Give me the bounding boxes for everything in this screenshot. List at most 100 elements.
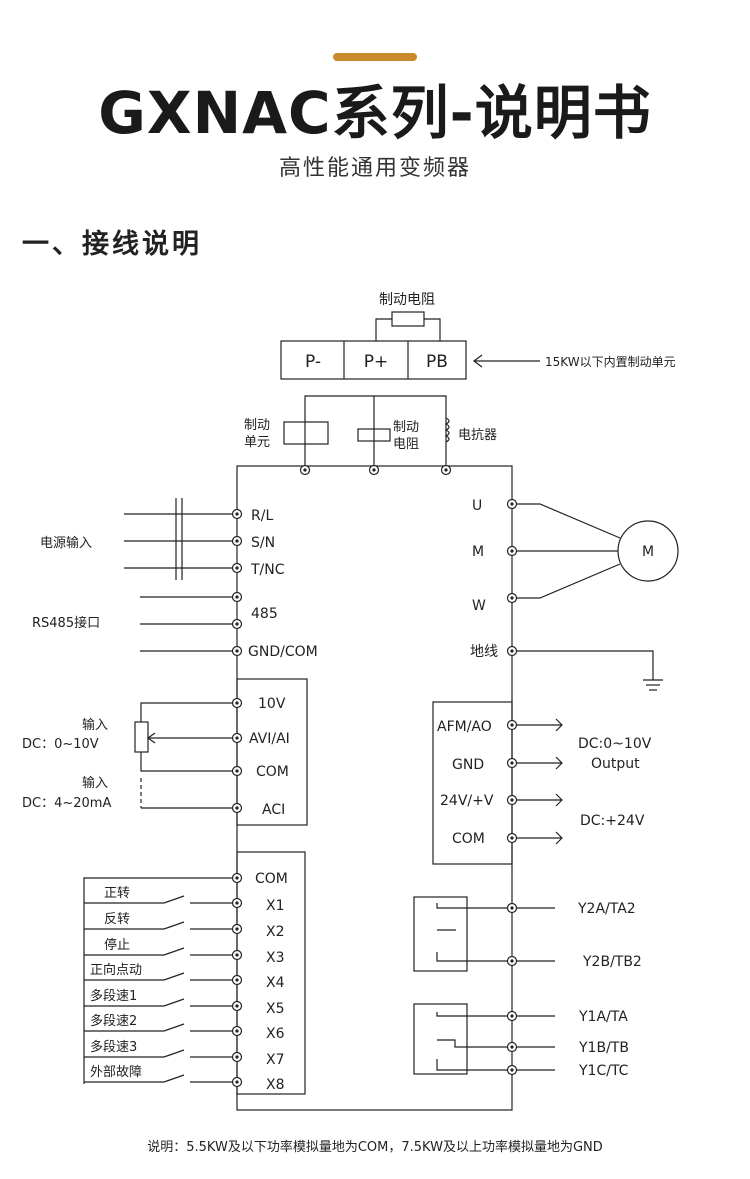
terminal-label-w: W [472, 598, 486, 614]
section-title: 一、接线说明 [22, 229, 202, 260]
digital-terminal-box [236, 851, 306, 1095]
brake-resistor-small-label-2: 电阻 [393, 437, 419, 452]
terminal-point-center [235, 1029, 239, 1033]
relay-1-label-c: Y1C/TC [578, 1063, 629, 1079]
brake-terminal-p-plus: P+ [364, 352, 389, 372]
page-title: GXNAC系列-说明书 [98, 79, 652, 147]
reactor-label: 电抗器 [458, 428, 497, 443]
page-subtitle: 高性能通用变频器 [278, 156, 471, 181]
power-input-label: 电源输入 [40, 535, 92, 551]
terminal-label-t: T/NC [250, 562, 285, 578]
relay-1-box [413, 1003, 468, 1075]
terminal-point-center [235, 649, 239, 653]
brake-resistor-small-label-1: 制动 [393, 420, 419, 435]
terminal-label-gnd-com: GND/COM [248, 644, 318, 660]
potentiometer-symbol [134, 721, 149, 753]
brake-resistor-small-symbol [357, 428, 391, 442]
terminal-label-485: 485 [251, 606, 278, 622]
digital-switch [84, 921, 232, 930]
digital-switch [84, 1049, 232, 1058]
terminal-point-center [510, 649, 514, 653]
terminal-label-output-gnd: GND [452, 757, 484, 773]
motor-label: M [642, 544, 654, 560]
terminal-point-center [235, 622, 239, 626]
digital-function-label: 多段速2 [90, 1013, 137, 1029]
terminal-point-center [235, 566, 239, 570]
relay-2-label-a: Y2A/TA2 [577, 901, 636, 917]
brake-unit-symbol [283, 421, 329, 445]
terminal-label-com: COM [255, 871, 288, 887]
digital-function-label: 外部故障 [90, 1065, 142, 1080]
terminal-label-10v: 10V [258, 696, 286, 712]
analog-input-1-range: DC：0~10V [22, 737, 99, 752]
terminal-point-center [235, 978, 239, 982]
terminal-point-center [372, 468, 376, 472]
terminal-point-center [510, 1068, 514, 1072]
brake-note: 15KW以下内置制动单元 [545, 355, 676, 369]
digital-switch [84, 895, 232, 904]
terminal-point-center [444, 468, 448, 472]
digital-switch [84, 1074, 232, 1083]
terminal-label-u: U [472, 498, 482, 514]
terminal-point-center [235, 769, 239, 773]
terminal-point-center [235, 1055, 239, 1059]
ground-label: 地线 [470, 644, 498, 660]
relay-1-label-a: Y1A/TA [578, 1009, 628, 1025]
relay-2-box [413, 896, 468, 972]
terminal-point-center [510, 959, 514, 963]
digital-switch-group: COMX1X2X3X4X5X6X7X8正转反转停止正向点动多段速1多段速2多段速… [84, 871, 288, 1093]
output-note-2: DC:+24V [580, 813, 645, 829]
terminal-label-m: M [472, 544, 484, 560]
terminal-point-center [510, 798, 514, 802]
terminal-label-afm: AFM/AO [437, 719, 492, 735]
terminal-label-x8: X8 [266, 1077, 285, 1093]
terminal-point-center [235, 953, 239, 957]
terminal-point-center [510, 761, 514, 765]
terminal-point-center [235, 1080, 239, 1084]
brake-terminal-box [280, 340, 467, 380]
title-accent-bar [333, 53, 417, 61]
relay-1-label-b: Y1B/TB [578, 1040, 629, 1056]
terminal-point-center [303, 468, 307, 472]
terminal-point-center [235, 512, 239, 516]
terminal-point-center [510, 549, 514, 553]
terminal-label-24v: 24V/+V [440, 793, 494, 809]
terminal-point-center [235, 927, 239, 931]
terminal-label-x5: X5 [266, 1001, 285, 1017]
terminal-label-x6: X6 [266, 1026, 285, 1042]
terminal-point-center [235, 1004, 239, 1008]
brake-resistor-symbol [391, 311, 425, 327]
terminal-label-x3: X3 [266, 950, 285, 966]
analog-input-2-range: DC：4~20mA [22, 796, 111, 811]
terminal-point-center [510, 1014, 514, 1018]
terminal-point-center [510, 906, 514, 910]
brake-resistor-label: 制动电阻 [379, 292, 435, 308]
reactor-coil [444, 417, 450, 443]
digital-function-label: 多段速1 [90, 988, 137, 1004]
terminal-label-s: S/N [251, 535, 275, 551]
digital-switch [84, 1023, 232, 1032]
digital-function-label: 正向点动 [90, 962, 142, 978]
terminal-label-x4: X4 [266, 975, 285, 991]
terminal-label-x2: X2 [266, 924, 285, 940]
terminal-group [231, 464, 518, 1088]
terminal-point-center [235, 736, 239, 740]
terminal-point-center [235, 876, 239, 880]
terminal-label-aci: ACI [262, 802, 285, 818]
terminal-point-center [510, 596, 514, 600]
terminal-label-r: R/L [251, 508, 273, 524]
analog-input-1-label: 输入 [82, 717, 108, 733]
digital-function-label: 反转 [104, 912, 130, 927]
terminal-point-center [510, 502, 514, 506]
terminal-point-center [510, 1045, 514, 1049]
brake-terminal-p-minus: P- [305, 352, 321, 372]
terminal-label-x7: X7 [266, 1052, 285, 1068]
terminal-point-center [235, 901, 239, 905]
digital-switch [84, 998, 232, 1007]
terminal-label-analog-com: COM [256, 764, 289, 780]
analog-terminal-box [236, 678, 308, 826]
digital-function-label: 正转 [104, 886, 130, 901]
terminal-point-center [235, 701, 239, 705]
terminal-point-center [510, 836, 514, 840]
